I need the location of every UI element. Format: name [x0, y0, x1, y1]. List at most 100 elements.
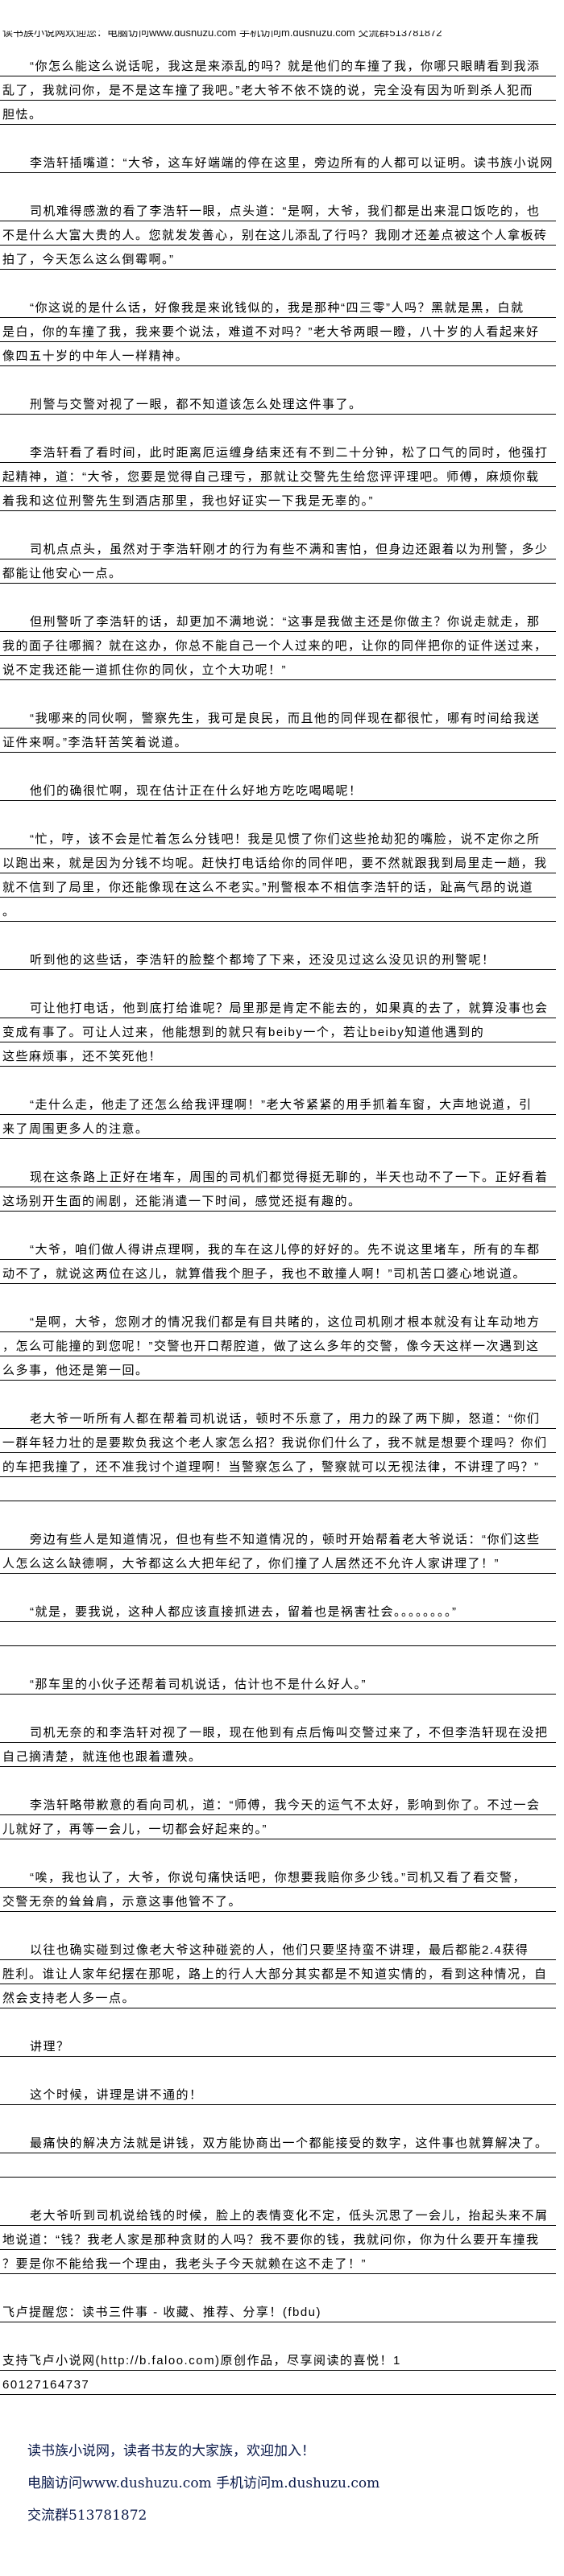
text-line: 支持飞卢小说网(http://b.faloo.com)原创作品，尽享阅读的喜悦！… [0, 2353, 556, 2371]
text-line: 都能让他安心一点。 [0, 566, 556, 584]
blank-line [0, 807, 556, 825]
text-line: 拍了，今天怎么这么倒霉啊。” [0, 252, 556, 270]
blank-line [0, 2160, 556, 2178]
blank-line [0, 2112, 556, 2129]
text-line: 儿就好了，再等一会儿，一切都会好起来的。” [0, 1822, 556, 1839]
footer-access-links[interactable]: 电脑访问www.dushuzu.com 手机访问m.dushuzu.com [27, 2475, 380, 2491]
text-line: 这场别开生面的闹剧，还能消遣一下时间，感觉还挺有趣的。 [0, 1194, 556, 1212]
text-line: 老大爷一听所有人都在帮着司机说话，顿时不乐意了，用力的跺了两下脚，怒道：“你们 [0, 1411, 556, 1429]
blank-line [0, 2015, 556, 2033]
text-line: 交警无奈的耸耸肩，示意这事他管不了。 [0, 1894, 556, 1912]
text-line: 司机无奈的和李浩轩对视了一眼，现在他到有点后悔叫交警过来了，不但李浩轩现在没把 [0, 1725, 556, 1743]
blank-line [0, 2063, 556, 2081]
blank-line [0, 1508, 556, 1525]
text-line: 我的面子往哪搁？就在这办，你总不能自己一个人过来的吧，让你的同伴把你的证件送过来… [0, 638, 556, 656]
text-line: 人怎么这么缺德啊，大爷都这么大把年纪了，你们撞了人居然还不允许人家讲理了！” [0, 1556, 556, 1574]
text-line: 。 [0, 904, 556, 922]
blank-line [0, 1773, 556, 1791]
text-line: 现在这条路上正好在堵车，周围的司机们都觉得挺无聊的，半天也动不了一下。正好看着 [0, 1170, 556, 1187]
text-line: 说不定我还能一道抓住你的同伙，立个大功呢！” [0, 663, 556, 680]
site-footer: 读书族小说网，读者书友的大家族，欢迎加入！ 电脑访问www.dushuzu.co… [27, 2439, 379, 2536]
text-line: 不是什么大富大贵的人。您就发发善心，别在这儿添乱了行吗？我刚才还差点被这个人拿板… [0, 228, 556, 246]
blank-line [0, 1580, 556, 1598]
text-line: 李浩轩插嘴道：“大爷，这车好端端的停在这里，旁边所有的人都可以证明。读书族小说网 [0, 155, 556, 173]
text-line: 这个时候，讲理是讲不通的！ [0, 2087, 556, 2105]
text-line: 这些麻烦事，还不笑死他！ [0, 1049, 556, 1067]
blank-line [0, 928, 556, 946]
blank-line [0, 590, 556, 608]
blank-line [0, 180, 556, 197]
text-line: 一群年轻力壮的是要欺负我这个老人家怎么招？我说你们什么了，我不就是想要个理吗？你… [0, 1435, 556, 1453]
blank-line [0, 2281, 556, 2298]
blank-line [0, 1653, 556, 1670]
text-line: 的车把我撞了，还不准我讨个道理啊！当警察怎么了，警察就可以无视法律，不讲理了吗？… [0, 1459, 556, 1477]
blank-line [0, 687, 556, 704]
blank-line [0, 421, 556, 439]
text-line: 李浩轩略带歉意的看向司机，道：“师傅，我今天的运气不太好，影响到你了。不过一会 [0, 1798, 556, 1815]
text-line: “走什么走，他走了还怎么给我评理啊！”老大爷紧紧的用手抓着车窗，大声地说道，引 [0, 1097, 556, 1115]
text-line: 是白，你的车撞了我，我来要个说法，难道不对吗？”老大爷两眼一瞪，八十岁的人看起来… [0, 324, 556, 342]
blank-line [0, 1387, 556, 1405]
blank-line [0, 2184, 556, 2202]
text-line: 乱了，我就问你，是不是这车撞了我吧。”老大爷不依不饶的说，完全没有因为听到杀人犯… [0, 83, 556, 101]
text-line: 着我和这位刑警先生到酒店那里，我也好证实一下我是无辜的。” [0, 493, 556, 511]
text-line: 来了周围更多人的注意。 [0, 1121, 556, 1139]
text-line: 然会支持老人多一点。 [0, 1991, 556, 2008]
text-line: 像四五十岁的中年人一样精神。 [0, 349, 556, 366]
text-line: 可让他打电话，他到底打给谁呢？局里那是肯定不能去的，如果真的去了，就算没事也会 [0, 1001, 556, 1018]
text-line: 司机点点头，虽然对于李浩轩刚才的行为有些不满和害怕，但身边还跟着以为刑警，多少 [0, 542, 556, 559]
text-line: 老大爷听到司机说给钱的时候，脸上的表情变化不定，低头沉思了一会儿，抬起头来不屑 [0, 2208, 556, 2226]
blank-line [0, 1701, 556, 1719]
blank-line [0, 1629, 556, 1646]
blank-line [0, 1073, 556, 1091]
blank-line [0, 1146, 556, 1163]
blank-line [0, 1218, 556, 1236]
blank-line [0, 518, 556, 535]
site-banner: 读书族小说网欢迎您：电脑访问www.dushuzu.com 手机访问m.dush… [2, 31, 558, 39]
text-line: “我哪来的同伙啊，警察先生，我可是良民，而且他的同伴现在都很忙，哪有时间给我送 [0, 711, 556, 729]
text-line: “忙，哼，该不会是忙着怎么分钱吧！我是见惯了你们这些抢劫犯的嘴脸，说不定你之所 [0, 832, 556, 849]
blank-line [0, 2329, 556, 2347]
text-line: ，怎么可能撞的到您呢！”交警也开口帮腔道，做了这么多年的交警，像今天这样一次遇到… [0, 1339, 556, 1356]
site-banner-text: 读书族小说网欢迎您：电脑访问www.dushuzu.com 手机访问m.dush… [2, 31, 442, 39]
text-line: 旁边有些人是知道情况，但也有些不知道情况的，顿时开始帮着老大爷说话：“你们这些 [0, 1532, 556, 1550]
footer-group-number: 交流群513781872 [27, 2508, 147, 2524]
blank-line [0, 1846, 556, 1864]
text-line: 李浩轩看了看时间，此时距离厄运缠身结束还有不到二十分钟，松了口气的同时，他强打 [0, 445, 556, 463]
text-line: 以跑出来，就是因为分钱不均呢。赶快打电话给你的同伴吧，要不然就跟我到局里走一趟，… [0, 856, 556, 873]
text-line: 动不了，就说这两位在这儿，就算借我个胆子，我也不敢撞人啊！”司机苦口婆心地说道。 [0, 1266, 556, 1284]
text-line: 就不信到了局里，你还能像现在这么不老实。”刑警根本不相信李浩轩的话，趾高气昂的说… [0, 880, 556, 898]
text-line: “大爷，咱们做人得讲点理啊，我的车在这儿停的好好的。先不说这里堵车，所有的车都 [0, 1242, 556, 1260]
text-line: 最痛快的解决方法就是讲钱，双方能协商出一个都能接受的数字，这件事也就算解决了。 [0, 2136, 556, 2153]
text-line: 证件来啊。”李浩轩苦笑着说道。 [0, 735, 556, 753]
text-line: 胆怯。 [0, 107, 556, 125]
text-line: “是啊，大爷，您刚才的情况我们都是有目共睹的，这位司机刚才根本就没有让车动地方 [0, 1315, 556, 1332]
blank-line [0, 1290, 556, 1308]
blank-line [0, 759, 556, 777]
text-line: 司机难得感激的看了李浩轩一眼，点头道：“是啊，大爷，我们都是出来混口饭吃的，也 [0, 204, 556, 221]
blank-line [0, 1918, 556, 1936]
text-line: 听到他的这些话，李浩轩的脸整个都垮了下来，还没见过这么没见识的刑警呢！ [0, 952, 556, 970]
text-line: “就是，要我说，这种人都应该直接抓进去，留着也是祸害社会。。。。。。。。” [0, 1604, 556, 1622]
text-line: 但刑警听了李浩轩的话，却更加不满地说：“这事是我做主还是你做主？你说走就走，那 [0, 614, 556, 632]
blank-line [0, 276, 556, 294]
text-line: 刑警与交警对视了一眼，都不知道该怎么处理这件事了。 [0, 397, 556, 415]
text-line: 地说道：“钱？我老人家是那种贪财的人吗？我不要你的钱，我就问你，你为什么要开车撞… [0, 2232, 556, 2250]
text-line: “你这说的是什么话，好像我是来讹钱似的，我是那种“四三零”人吗？黑就是黑，白就 [0, 300, 556, 318]
text-line: 起精神，道：“大爷，您要是觉得自己理亏，那就让交警先生给您评评理吧。师傅，麻烦你… [0, 469, 556, 487]
text-line: 么多事，他还是第一回。 [0, 1363, 556, 1381]
text-line: “你怎么能这么说话呢，我这是来添乱的吗？就是他们的车撞了我，你哪只眼睛看到我添 [0, 59, 556, 76]
text-line: 他们的确很忙啊，现在估计正在什么好地方吃吃喝喝呢！ [0, 783, 556, 801]
text-line: 飞卢提醒您：读书三件事 - 收藏、推荐、分享！(fbdu) [0, 2305, 556, 2322]
blank-line [0, 976, 556, 994]
footer-welcome: 读书族小说网，读者书友的大家族，欢迎加入！ [27, 2443, 315, 2459]
blank-line [0, 373, 556, 390]
text-line: ？要是你不能给我一个理由，我老头子今天就赖在这不走了！” [0, 2256, 556, 2274]
text-line: 胜利。谁让人家年纪摆在那呢，路上的行人大部分其实都是不知道实情的，看到这种情况，… [0, 1967, 556, 1984]
text-line: “那车里的小伙子还帮着司机说话，估计也不是什么好人。” [0, 1677, 556, 1695]
text-line: 讲理？ [0, 2039, 556, 2057]
blank-line [0, 1484, 556, 1501]
text-line: “唉，我也认了，大爷，你说句痛快话吧，你想要我赔你多少钱。”司机又看了看交警， [0, 1870, 556, 1888]
text-line: 以往也确实碰到过像老大爷这种碰瓷的人，他们只要坚持蛮不讲理，最后都能2.4获得 [0, 1942, 556, 1960]
blank-line [0, 131, 556, 149]
